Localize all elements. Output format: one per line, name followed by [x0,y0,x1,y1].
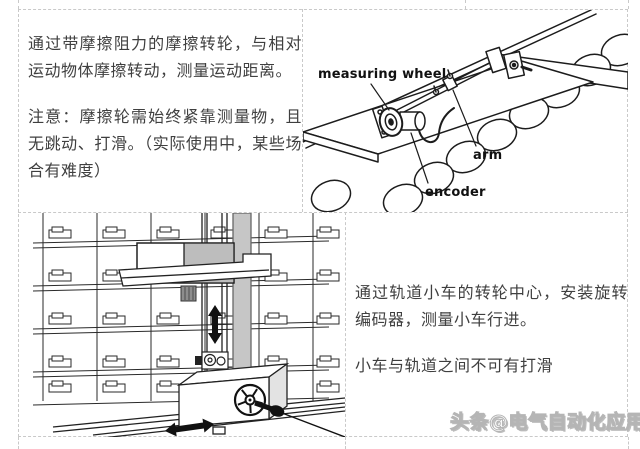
border-stub [628,437,629,449]
leader-lines [370,83,477,184]
friction-wheel-paragraph: 通过带摩擦阻力的摩擦转轮，与相对运动物体摩擦转动，测量运动距离。 [28,34,302,80]
cable [418,107,455,143]
fork-block [180,285,197,302]
conveyor-rollers [310,33,628,212]
measuring-wheel-shape [371,105,404,139]
encoder-shaft [254,400,285,417]
measuring-wheel-label: measuring wheel [318,67,447,82]
encoder-shape [399,111,426,131]
horizontal-arrow [164,418,215,437]
rail-cart-note: 小车与轨道之间不可有打滑 [355,356,554,375]
table-border [18,9,628,437]
border-stub [18,437,19,449]
arm-label: arm [473,148,503,163]
border-stub [345,437,346,449]
column-divider-top-row [302,9,303,212]
arm-line [394,57,503,116]
rail-cart-diagram [19,213,345,437]
bracket [485,46,533,80]
toutiao-watermark: 头条@电气自动化应用 [449,411,640,434]
border-stub [628,0,629,9]
border-stub [465,0,466,9]
rail-cart-paragraph: 通过轨道小车的转轮中心，安装旋转编码器，测量小车行进。 [355,283,628,329]
encoder-label: encoder [425,185,486,200]
border-stub [18,0,19,9]
friction-wheel-text-cell: 通过带摩擦阻力的摩擦转轮，与相对运动物体摩擦转动，测量运动距离。 注意：摩擦轮需… [19,10,302,212]
pointer-line [281,412,345,437]
column-divider-bottom-row [345,212,346,437]
platform-beam [118,253,272,287]
friction-wheel-note: 注意：摩擦轮需始终紧靠测量物，且无跳动、打滑。（实际使用中，某些场合有难度） [28,107,302,180]
rail-cart-text-cell: 通过轨道小车的转轮中心，安装旋转编码器，测量小车行进。 小车与轨道之间不可有打滑 [346,213,628,437]
rail-cart-drawing [32,213,345,437]
encoder-device [195,351,229,370]
vertical-arrow [208,305,222,344]
measuring-wheel-diagram: measuring wheel arm encoder [303,10,628,212]
cart-wheel [233,383,267,417]
measuring-wheel-drawing [303,10,628,212]
row-divider [18,212,628,213]
